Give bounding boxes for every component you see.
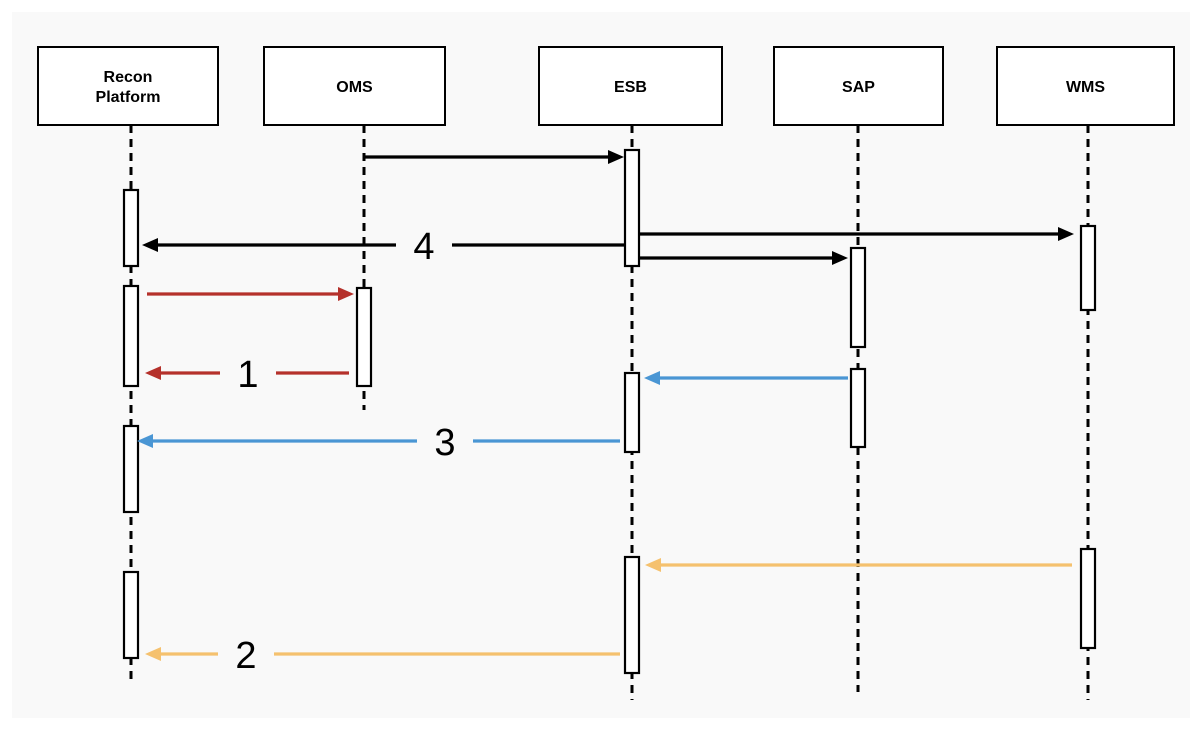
arrowhead-icon	[137, 434, 153, 448]
message-number: 3	[434, 422, 455, 464]
participant-label: Recon	[104, 69, 153, 86]
activation-bar-esb	[623, 371, 641, 454]
activation-bar-recon	[122, 570, 140, 660]
participant-esb: ESB	[538, 46, 723, 126]
activation-bar-sap	[849, 367, 867, 449]
activation-bar-wms	[1079, 547, 1097, 650]
arrowhead-icon	[608, 150, 624, 164]
participant-box	[538, 46, 723, 126]
participant-sap: SAP	[773, 46, 944, 126]
arrowhead-icon	[1058, 227, 1074, 241]
activation-bar-oms	[355, 286, 373, 388]
message-arrow: 4	[142, 226, 624, 268]
message-arrow: 1	[145, 354, 349, 396]
arrowhead-icon	[145, 366, 161, 380]
participant-label: OMS	[336, 79, 373, 96]
message-arrow	[645, 558, 1072, 572]
message-number: 2	[235, 635, 256, 677]
activation-bar-recon	[122, 424, 140, 514]
participant-oms: OMS	[263, 46, 446, 126]
participant-label: Platform	[96, 89, 161, 106]
activation-bar-esb	[623, 555, 641, 675]
message-arrow	[147, 287, 354, 301]
participant-box	[37, 46, 219, 126]
participant-label: SAP	[842, 79, 875, 96]
arrowhead-icon	[832, 251, 848, 265]
participant-box	[996, 46, 1175, 126]
participant-label: ESB	[614, 79, 647, 96]
activation-bar-recon	[122, 188, 140, 268]
activation-bars	[122, 148, 1097, 675]
message-arrow: 2	[145, 635, 620, 677]
message-arrow: 3	[137, 422, 620, 464]
participant-label: WMS	[1066, 79, 1105, 96]
messages: 4 1 3 2	[137, 150, 1074, 677]
arrowhead-icon	[644, 371, 660, 385]
arrowhead-icon	[645, 558, 661, 572]
message-arrow	[640, 251, 848, 265]
arrowhead-icon	[142, 238, 158, 252]
participant-wms: WMS	[996, 46, 1175, 126]
activation-bar-recon	[122, 284, 140, 388]
activation-bar-esb	[623, 148, 641, 268]
arrowhead-icon	[338, 287, 354, 301]
message-arrow	[644, 371, 848, 385]
participant-box	[263, 46, 446, 126]
message-number: 1	[237, 354, 258, 396]
message-arrow	[364, 150, 624, 164]
arrowhead-icon	[145, 647, 161, 661]
activation-bar-wms	[1079, 224, 1097, 312]
diagram-background	[12, 12, 1190, 718]
message-arrow	[640, 227, 1074, 241]
message-number: 4	[413, 226, 434, 268]
activation-bar-sap	[849, 246, 867, 349]
participant-box	[773, 46, 944, 126]
